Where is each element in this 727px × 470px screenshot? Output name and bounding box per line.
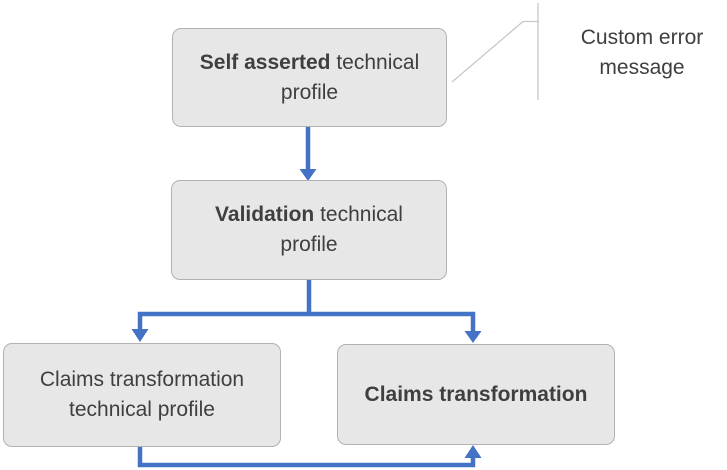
edge-claims-tp-to-claims-transformation (137, 446, 476, 468)
edge-validation-branch-bar (137, 311, 476, 331)
node-label: Validation technical profile (188, 200, 430, 260)
node-self-asserted-technical-profile: Self asserted technical profile (172, 28, 447, 127)
arrowhead-up-into-claims-transformation (464, 445, 482, 458)
node-validation-technical-profile: Validation technical profile (171, 180, 447, 280)
node-claims-transformation-technical-profile: Claims transformation technical profile (3, 343, 281, 447)
node-label-rest: technical profile (280, 203, 403, 256)
node-label-bold: Validation (215, 203, 315, 226)
node-claims-transformation: Claims transformation (337, 344, 615, 445)
node-label-rest: Claims transformation technical profile (39, 368, 245, 421)
arrowhead-into-claims-tp (131, 329, 149, 342)
arrowhead-into-claims-transformation (464, 331, 482, 343)
node-label-bold: Claims transformation (364, 382, 588, 406)
node-label-rest: technical profile (280, 50, 420, 104)
node-label-bold: Self asserted (199, 50, 331, 74)
node-label: Claims transformation (365, 380, 588, 410)
node-label: Self asserted technical profile (189, 48, 430, 108)
node-label: Claims transformation technical profile (20, 365, 264, 425)
callout-leader-line (451, 20, 539, 83)
arrowhead-into-validation (299, 169, 317, 181)
callout-custom-error-message: Custom error message (580, 26, 704, 79)
